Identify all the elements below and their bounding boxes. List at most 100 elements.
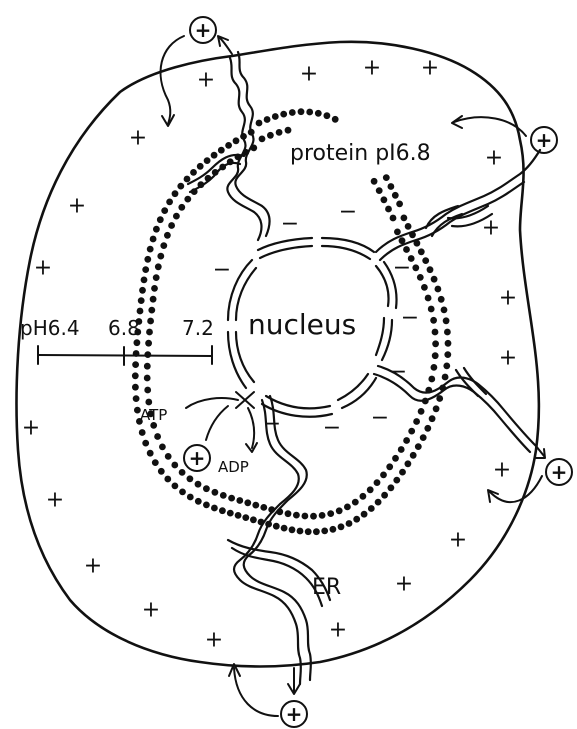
protein-dot	[184, 196, 191, 203]
svg-text:+: +	[482, 216, 500, 241]
protein-dot	[327, 510, 334, 517]
svg-text:+: +	[22, 416, 40, 441]
protein-dot	[160, 242, 167, 249]
protein-dot	[153, 226, 160, 233]
cation-right-top: +	[452, 116, 557, 153]
protein-dot	[410, 452, 417, 459]
protein-dot	[380, 472, 387, 479]
protein-dot	[256, 120, 263, 127]
protein-dot	[240, 133, 247, 140]
protein-dot	[212, 489, 219, 496]
protein-dot	[171, 462, 178, 469]
protein-dot	[439, 385, 446, 392]
protein-dot	[244, 499, 251, 506]
protein-dot	[386, 463, 393, 470]
svg-text:−: −	[371, 406, 389, 431]
protein-dot	[438, 296, 445, 303]
protein-dot	[157, 216, 164, 223]
protein-dot	[409, 231, 416, 238]
protein-dot	[394, 229, 401, 236]
protein-dot	[417, 274, 424, 281]
protein-dot	[152, 459, 159, 466]
protein-dot	[353, 516, 360, 523]
protein-dot	[444, 329, 451, 336]
protein-dot	[392, 455, 399, 462]
protein-dot	[396, 201, 403, 208]
protein-dot	[195, 481, 202, 488]
svg-text:+: +	[189, 446, 206, 470]
svg-text:−: −	[339, 200, 357, 225]
protein-dot	[399, 237, 406, 244]
protein-dot	[184, 176, 191, 183]
protein-dot	[265, 521, 272, 528]
svg-text:+: +	[195, 18, 212, 42]
protein-dot	[415, 443, 422, 450]
protein-dot	[315, 110, 322, 117]
protein-dot	[392, 192, 399, 199]
protein-dot	[431, 276, 438, 283]
protein-dot	[173, 213, 180, 220]
protein-dot	[227, 510, 234, 517]
protein-dot	[276, 129, 283, 136]
svg-text:+: +	[395, 572, 413, 597]
protein-dot	[147, 318, 154, 325]
protein-dot	[132, 361, 139, 368]
protein-dot	[166, 199, 173, 206]
protein-dot	[137, 308, 144, 315]
protein-dot	[148, 307, 155, 314]
protein-dot	[273, 523, 280, 530]
protein-dot	[218, 147, 225, 154]
protein-dot	[158, 468, 165, 475]
protein-dot	[390, 215, 397, 222]
protein-dot	[260, 504, 267, 511]
cation-bottom: +	[229, 664, 307, 727]
protein-dot	[425, 295, 432, 302]
protein-dot	[305, 528, 312, 535]
svg-text:+: +	[129, 126, 147, 151]
protein-dot	[376, 187, 383, 194]
protein-dot	[242, 514, 249, 521]
protein-dot	[421, 284, 428, 291]
ph-scale-bar: pH6.4 6.8 7.2	[20, 316, 214, 365]
protein-dot	[330, 526, 337, 533]
protein-dot	[281, 525, 288, 532]
protein-dot	[195, 498, 202, 505]
er-label: ER	[312, 575, 341, 600]
protein-dot	[250, 145, 257, 152]
protein-dot	[431, 364, 438, 371]
svg-text:+: +	[68, 194, 86, 219]
protein-dot	[225, 142, 232, 149]
protein-dot	[346, 520, 353, 527]
protein-dot	[321, 528, 328, 535]
protein-dot	[442, 374, 449, 381]
atp-label: ATP	[140, 406, 167, 424]
protein-dot	[445, 340, 452, 347]
protein-dot	[381, 492, 388, 499]
protein-dot	[138, 297, 145, 304]
protein-dot	[197, 163, 204, 170]
protein-dot	[408, 428, 415, 435]
svg-text:+: +	[499, 286, 517, 311]
protein-dot	[422, 257, 429, 264]
protein-dot	[405, 460, 412, 467]
protein-dot	[145, 340, 152, 347]
svg-text:+: +	[300, 62, 318, 87]
protein-dot	[338, 523, 345, 530]
protein-dot	[235, 512, 242, 519]
protein-dot	[164, 476, 171, 483]
protein-dot	[236, 497, 243, 504]
protein-dot	[388, 183, 395, 190]
protein-dot	[242, 149, 249, 156]
protein-dot	[443, 317, 450, 324]
svg-text:+: +	[485, 146, 503, 171]
svg-text:+: +	[142, 598, 160, 623]
protein-dot	[436, 395, 443, 402]
protein-dot	[399, 469, 406, 476]
protein-dot	[375, 499, 382, 506]
protein-dot	[398, 446, 405, 453]
protein-dot	[430, 317, 437, 324]
protein-dot	[374, 479, 381, 486]
protein-dot	[248, 129, 255, 136]
protein-dot	[428, 306, 435, 313]
